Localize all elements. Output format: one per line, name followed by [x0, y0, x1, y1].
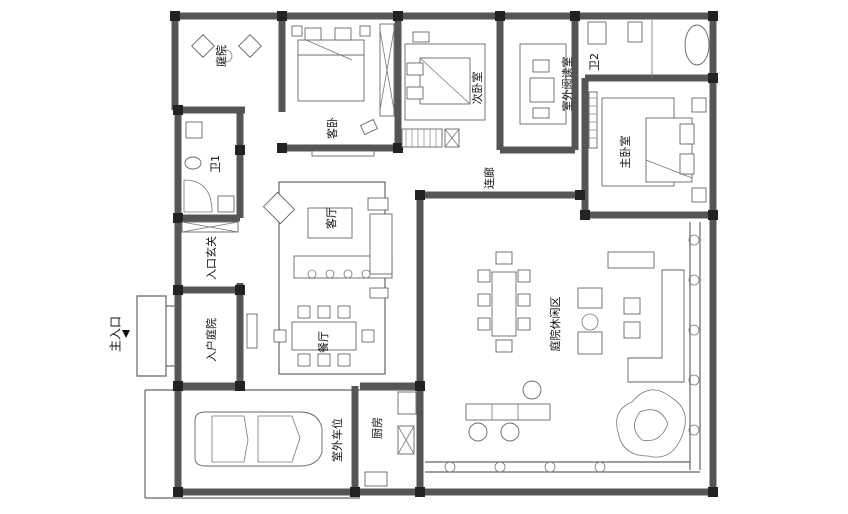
- label-courtyard-lounge: 庭院休闲区: [548, 297, 562, 352]
- label-outdoor-parking: 室外车位: [330, 418, 344, 462]
- master-bed: [588, 91, 707, 203]
- entrance-arrow: [122, 330, 130, 338]
- label-entry-hall: 入口玄关: [204, 236, 218, 280]
- label-living-room: 客厅: [324, 207, 338, 229]
- entry-gate: [136, 295, 178, 377]
- living-room-furniture: [262, 181, 393, 375]
- label-bath1: 卫1: [209, 155, 222, 173]
- columns: [170, 11, 718, 497]
- label-corridor: 连廊: [482, 167, 496, 189]
- label-bath2: 卫2: [588, 53, 601, 71]
- label-second-bedroom: 次卧室: [470, 72, 484, 105]
- label-outdoor-reading: 室外阅读室: [560, 57, 574, 112]
- room-labels: 庭院 客卧 次卧室 室外阅读室 卫2 主卧室 卫1 连廊 客厅 入口玄关 入户庭…: [109, 45, 633, 462]
- dining-table: [246, 305, 375, 367]
- lounge-seating: [577, 251, 685, 383]
- walls: [144, 12, 717, 499]
- entry-cabinet: [181, 221, 239, 233]
- bath1-fixtures: [183, 121, 235, 213]
- label-kitchen: 厨房: [371, 417, 384, 439]
- label-courtyard: 庭院: [214, 45, 228, 67]
- car-outline: [194, 411, 323, 467]
- garden-hedge: [425, 222, 701, 473]
- label-master-bedroom: 主卧室: [618, 136, 632, 169]
- label-main-entrance: 主入口: [109, 316, 123, 352]
- second-bed: [401, 31, 486, 148]
- bath2-fixtures: [587, 20, 710, 78]
- garden-tree: [616, 389, 686, 458]
- courtyard-furniture: [191, 34, 262, 63]
- lounge-dining-table: [477, 251, 531, 353]
- reading-room-furniture: [519, 43, 567, 125]
- label-entry-courtyard: 入户庭院: [204, 318, 218, 362]
- label-dining-room: 餐厅: [316, 331, 330, 353]
- lounge-bench: [465, 380, 551, 442]
- guest-bed: [291, 23, 395, 157]
- garden-plants: [444, 234, 700, 473]
- kitchen-fixtures: [364, 391, 417, 487]
- label-guest-bedroom: 客卧: [325, 117, 339, 139]
